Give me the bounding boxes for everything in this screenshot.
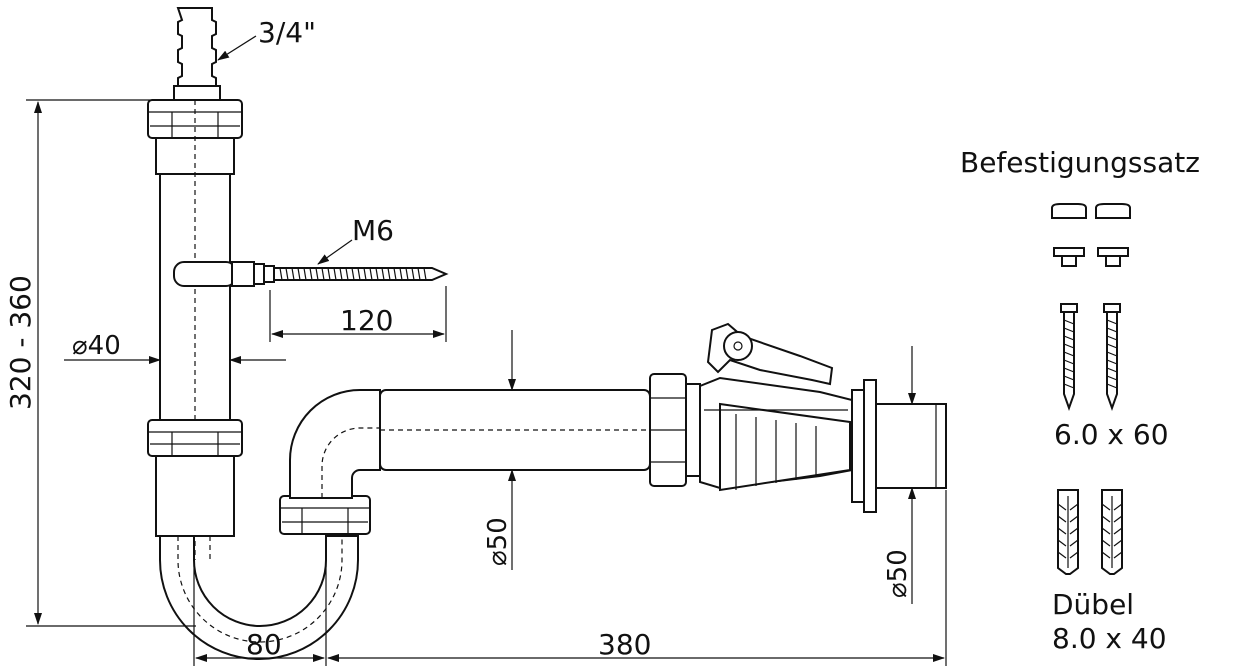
height-range-label: 320 - 360: [4, 275, 37, 410]
width-left-label: 80: [246, 628, 282, 661]
washer-icon: [1053, 247, 1085, 257]
dimension-120: [269, 286, 447, 342]
dowel-icon: [1101, 489, 1123, 575]
bolt-leader: [317, 239, 353, 265]
bolt-length-label: 120: [340, 304, 393, 337]
vertical-pipe: [155, 100, 235, 560]
valve-assembly: [649, 322, 947, 513]
hose-leader: [217, 35, 257, 61]
wall-bracket: [173, 261, 449, 287]
dimension-widths: [193, 490, 947, 666]
trap-nut: [279, 495, 371, 535]
cap-icon: [1051, 203, 1087, 219]
hose-size-label: 3/4": [258, 16, 316, 49]
dimension-height: [26, 99, 196, 627]
u-trap: [155, 455, 359, 660]
dowel-size-label: 8.0 x 40: [1052, 622, 1167, 655]
washer-icon: [1097, 247, 1129, 257]
outlet-diameter-label-1: ⌀50: [483, 517, 513, 566]
width-right-label: 380: [598, 628, 651, 661]
screw-icon: [1060, 303, 1078, 411]
washer-icon: [1061, 255, 1077, 267]
screw-size-label: 6.0 x 60: [1054, 418, 1169, 451]
bolt-thread-label: M6: [352, 214, 394, 247]
cap-icon: [1095, 203, 1131, 219]
cover-caps: [1051, 203, 1131, 219]
washer-icon: [1105, 255, 1121, 267]
kit-title: Befestigungssatz: [960, 146, 1200, 179]
outlet-diameter-label-2: ⌀50: [883, 549, 913, 598]
pipe-diameter-label: ⌀40: [72, 331, 121, 361]
elbow-and-outlet-pipe: [289, 389, 651, 499]
middle-nut: [147, 419, 243, 457]
dowel-name-label: Dübel: [1052, 588, 1134, 621]
screws: [1060, 303, 1121, 411]
washers: [1053, 247, 1129, 267]
dowels: [1057, 489, 1123, 575]
dowel-icon: [1057, 489, 1079, 575]
screw-icon: [1103, 303, 1121, 411]
hose-connector: [173, 7, 221, 103]
